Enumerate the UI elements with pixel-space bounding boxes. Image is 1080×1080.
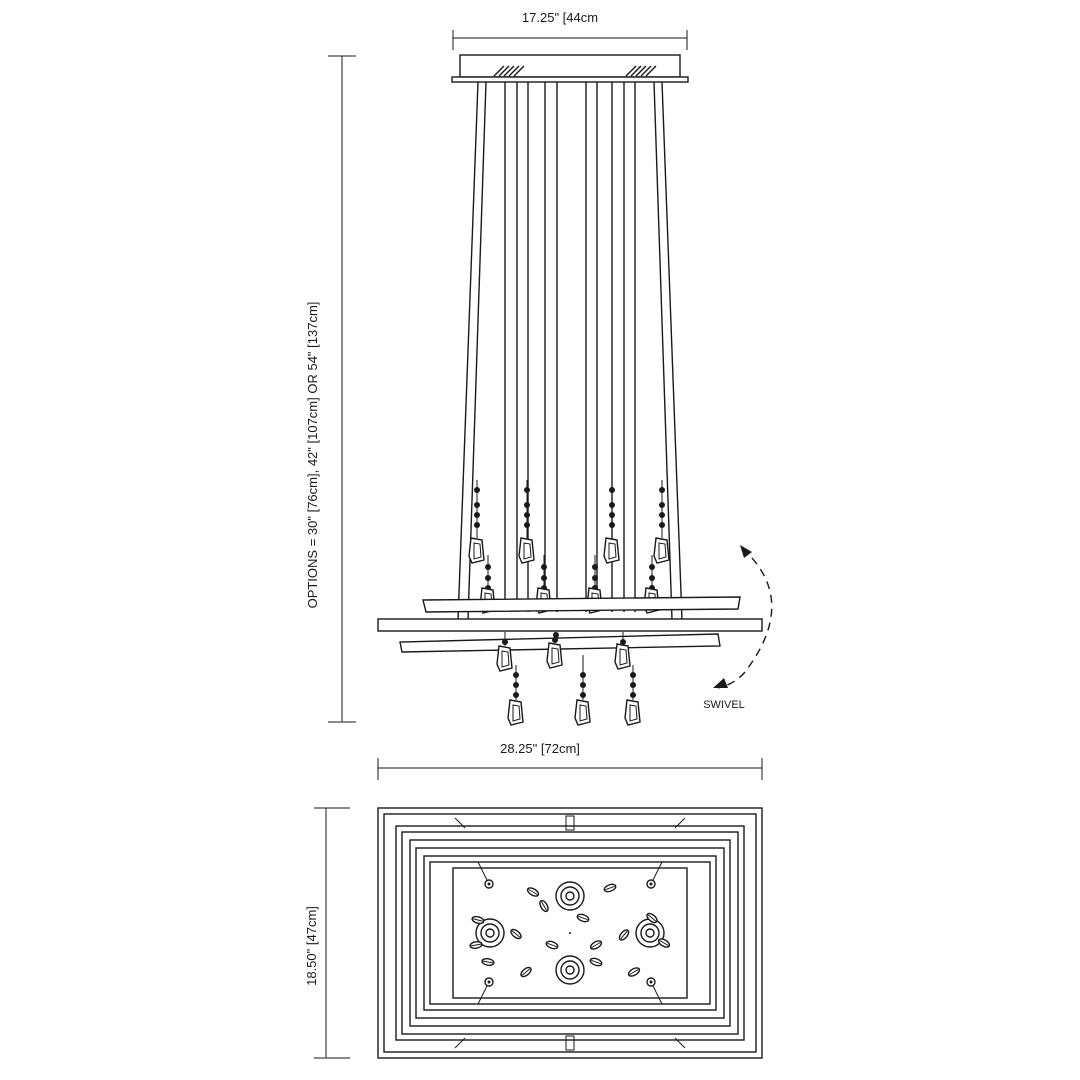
fixture-depth-dimension: 18.50" [47cm] [304,807,350,1059]
plan-crystals [469,883,671,978]
plan-crystal-12 [520,966,532,978]
plan-crystal-6 [657,938,671,948]
canopy-screw-hatch-left [493,65,525,77]
strand-3-crystal [603,537,620,564]
plan-lamps [475,881,665,985]
plan-crystal-11 [481,957,495,967]
lower-strand-2 [546,632,563,669]
bar-lower-diagonal [399,633,721,653]
lower-strand-6 [624,665,641,726]
lower-strand-1-crystal [496,645,513,672]
cable-angled-0 [457,81,479,621]
fixture-width-dimension: 28.25" [72cm] [377,741,763,780]
swivel-arrow-bottom [713,678,728,688]
suspension-cables [457,81,683,621]
canopy [451,54,689,83]
plan-crystal-1 [603,883,617,893]
lower-strand-3-crystal [614,643,631,670]
plan-view [377,807,763,1059]
plan-center [569,932,571,934]
plan-crystal-5 [618,929,630,941]
lower-strand-1 [496,632,513,672]
plan-mount-points [477,861,663,1005]
swivel-arrow-top [740,545,752,558]
canopy-screw-hatch-right [625,65,657,77]
cable-angled-3 [661,81,683,621]
plan-crystal-4 [576,913,590,923]
lower-strand-5 [574,655,591,726]
swivel-annotation: SWIVEL [703,545,773,711]
canopy-width-label: 17.25" [44cm [522,10,598,25]
strand-3 [603,480,620,564]
fixture-depth-label: 18.50" [47cm] [304,906,319,986]
strand-2 [518,480,535,564]
plan-crystal-9 [545,940,559,950]
cable-angled-1 [467,81,487,621]
strand-1-crystal [468,537,485,564]
swivel-label: SWIVEL [703,699,745,711]
bar-horizontal [377,618,763,632]
plan-crystal-0 [526,887,540,897]
plan-crystal-2 [471,915,485,925]
lower-strand-2-crystal [546,642,563,669]
lower-strand-6-crystal [624,699,641,726]
plan-crystal-8 [510,928,522,940]
lower-strand-4 [507,665,524,726]
lower-strand-5-crystal [574,699,591,726]
lower-strand-3 [614,632,631,670]
drop-options-label: OPTIONS = 30" [76cm], 42" [107cm] OR 54"… [305,302,320,609]
plan-crystal-15 [646,912,658,924]
plan-crystal-3 [539,899,549,913]
drop-height-dimension: OPTIONS = 30" [76cm], 42" [107cm] OR 54"… [305,55,356,723]
strand-2-crystal [518,537,535,564]
lower-strand-4-crystal [507,699,524,726]
cable-angled-2 [653,81,673,621]
strand-4 [653,480,670,564]
bar-pivot [553,632,559,638]
plan-crystal-10 [589,940,603,950]
strand-4-crystal [653,537,670,564]
plan-crystal-13 [589,957,603,967]
swivel-bars [377,596,763,653]
strand-1 [468,480,485,564]
fixture-width-label: 28.25" [72cm] [500,741,580,756]
plan-crystal-14 [627,967,641,977]
canopy-width-dimension: 17.25" [44cm [452,10,688,50]
plan-crystal-7 [469,940,483,950]
crystal-strands [468,480,670,614]
bar-upper-diagonal [422,596,741,613]
lower-crystal-strands [496,632,641,726]
